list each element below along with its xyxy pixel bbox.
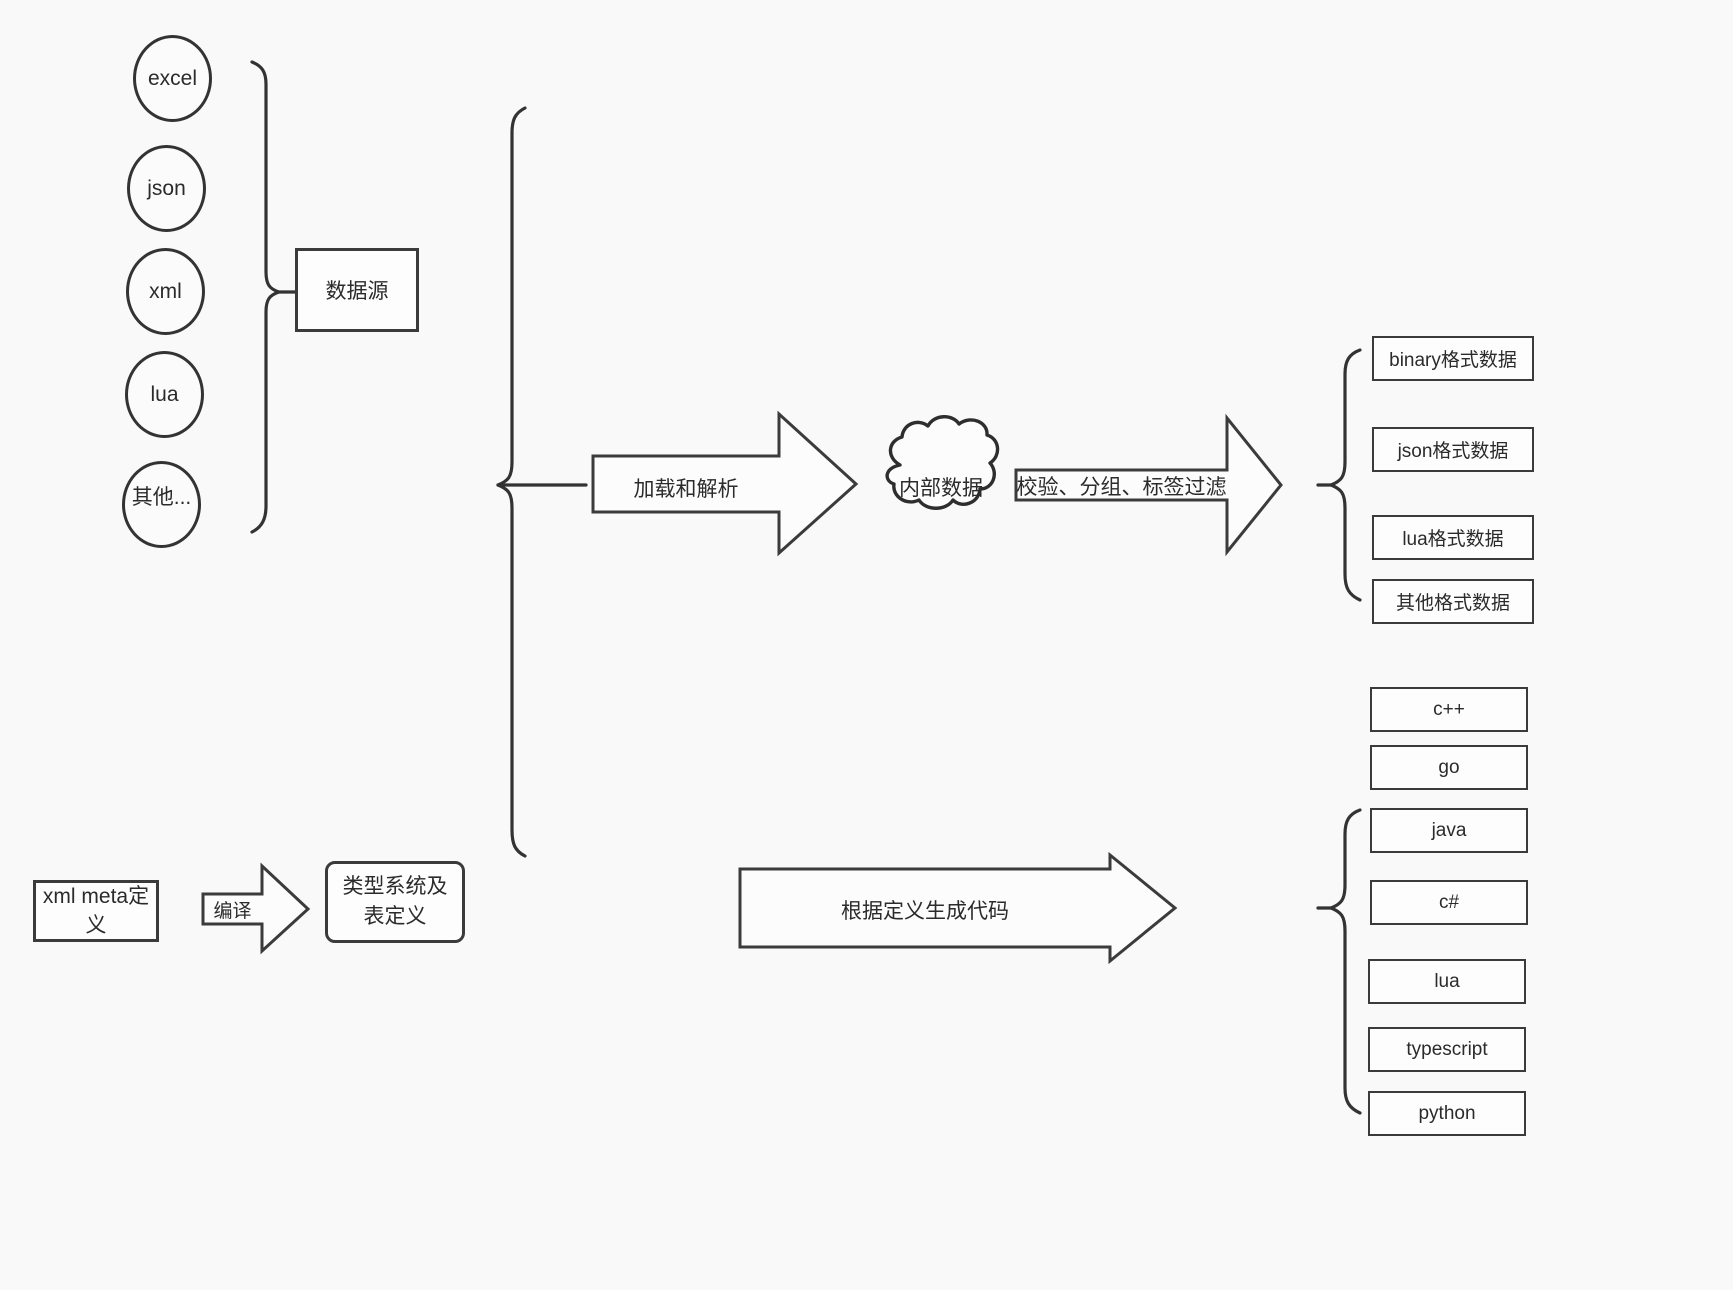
language-box-java[interactable]: java bbox=[1370, 808, 1528, 853]
language-box-java-label: java bbox=[1431, 819, 1467, 841]
source-circle-excel[interactable]: excel bbox=[133, 35, 212, 122]
brace-data-sources bbox=[250, 60, 281, 534]
source-circle-json[interactable]: json bbox=[127, 145, 206, 232]
internal-data-cloud bbox=[885, 415, 1000, 510]
source-circle-lua[interactable]: lua bbox=[125, 351, 204, 438]
codegen-arrow bbox=[738, 851, 1178, 965]
source-circle-json-label: json bbox=[147, 176, 186, 200]
source-circle-excel-label: excel bbox=[147, 66, 198, 90]
internal-data-cloud-label: 内部数据 bbox=[899, 477, 983, 500]
xml-meta-definition-box[interactable]: xml meta定义 bbox=[33, 880, 159, 942]
language-box-csharp[interactable]: c# bbox=[1370, 880, 1528, 925]
language-box-lua[interactable]: lua bbox=[1368, 959, 1526, 1004]
language-box-cpp-label: c++ bbox=[1433, 698, 1465, 720]
format-box-json[interactable]: json格式数据 bbox=[1372, 427, 1534, 472]
language-box-lua-label: lua bbox=[1434, 970, 1460, 992]
language-box-typescript-label: typescript bbox=[1406, 1038, 1488, 1060]
brace-output-formats bbox=[1329, 348, 1362, 602]
compile-arrow-label: 编译 bbox=[213, 901, 252, 922]
type-system-box[interactable]: 类型系统及表定义 bbox=[325, 861, 465, 943]
codegen-arrow-label: 根据定义生成代码 bbox=[841, 900, 1009, 923]
brace-output-languages bbox=[1329, 808, 1362, 1115]
xml-meta-definition-label: xml meta定义 bbox=[42, 884, 150, 937]
format-box-json-label: json格式数据 bbox=[1397, 441, 1509, 462]
language-box-cpp[interactable]: c++ bbox=[1370, 687, 1528, 732]
type-system-label: 类型系统及表定义 bbox=[342, 874, 448, 928]
compile-arrow bbox=[201, 862, 311, 955]
source-circle-lua-label: lua bbox=[150, 382, 179, 406]
language-box-csharp-label: c# bbox=[1438, 891, 1460, 913]
format-box-binary-label: binary格式数据 bbox=[1389, 350, 1517, 371]
format-box-lua-label: lua格式数据 bbox=[1402, 529, 1504, 550]
source-circle-xml-label: xml bbox=[149, 279, 182, 303]
validate-filter-arrow bbox=[1014, 413, 1283, 557]
language-box-go-label: go bbox=[1438, 756, 1460, 778]
format-box-binary[interactable]: binary格式数据 bbox=[1372, 336, 1534, 381]
language-box-python-label: python bbox=[1418, 1102, 1476, 1124]
format-box-lua[interactable]: lua格式数据 bbox=[1372, 515, 1534, 560]
validate-filter-arrow-label: 校验、分组、标签过滤 bbox=[1016, 476, 1227, 499]
data-source-box-label: 数据源 bbox=[325, 280, 389, 303]
source-circle-xml[interactable]: xml bbox=[126, 248, 205, 335]
source-circle-other-label: 其他... bbox=[131, 485, 192, 509]
load-parse-arrow bbox=[591, 410, 859, 557]
format-box-other[interactable]: 其他格式数据 bbox=[1372, 579, 1534, 624]
format-box-other-label: 其他格式数据 bbox=[1395, 593, 1510, 614]
data-source-box[interactable]: 数据源 bbox=[295, 248, 419, 332]
brace-inputs-group bbox=[496, 106, 527, 858]
language-box-python[interactable]: python bbox=[1368, 1091, 1526, 1136]
load-parse-arrow-label: 加载和解析 bbox=[633, 478, 739, 501]
language-box-typescript[interactable]: typescript bbox=[1368, 1027, 1526, 1072]
source-circle-other[interactable]: 其他... bbox=[122, 461, 201, 548]
language-box-go[interactable]: go bbox=[1370, 745, 1528, 790]
